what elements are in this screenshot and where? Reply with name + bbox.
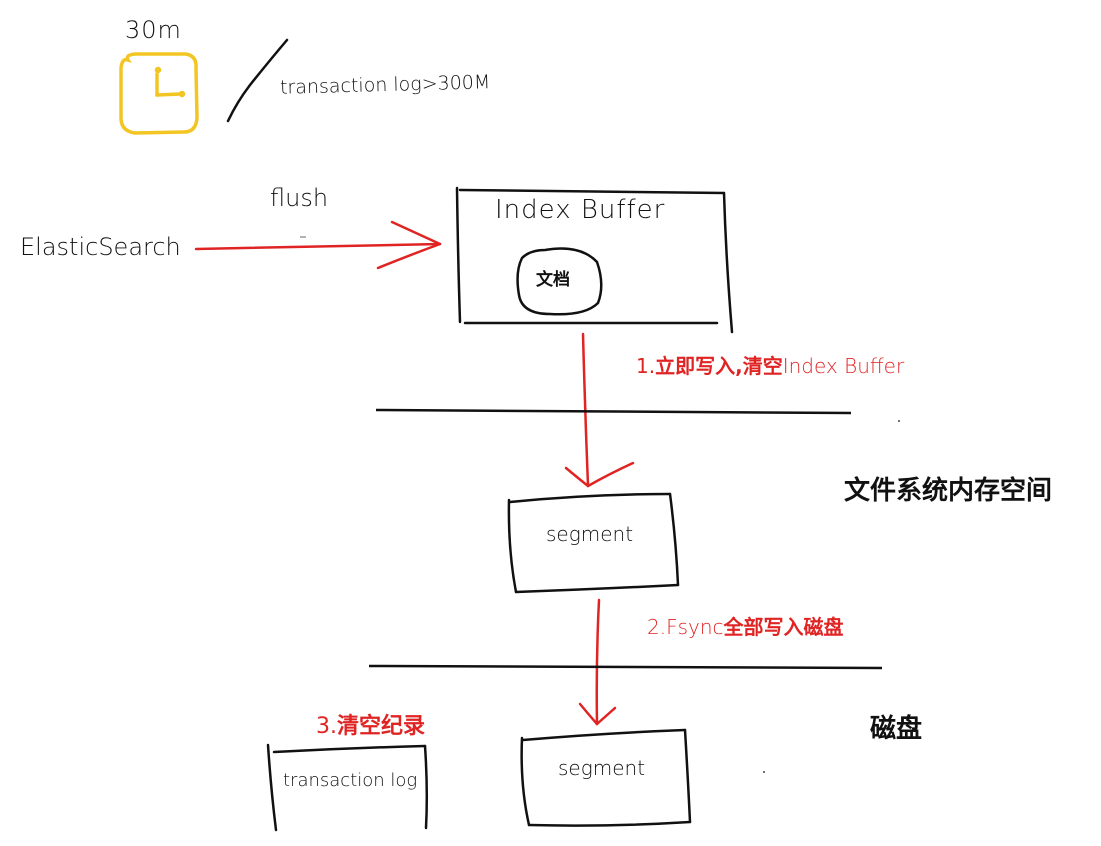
segment-memory-label: segment [546,522,634,546]
step3-label: 3.清空纪录 [316,708,425,740]
segment-disk-label: segment [558,756,646,780]
step1-main: 立即写入,清空 [655,354,783,378]
step2-main: 全部写入磁盘 [723,615,844,639]
step1-label: 1.立即写入,清空Index Buffer [636,350,904,379]
step3-main: 清空纪录 [337,714,426,739]
step1-suffix: Index Buffer [782,354,905,378]
memory-layer-line [375,408,852,415]
segment-memory-box [507,492,680,594]
ink-dot [763,771,765,773]
fsync-arrow [578,598,617,726]
elasticsearch-label: ElasticSearch [20,233,181,261]
step2-prefix: 2.Fsync [647,615,724,639]
index-buffer-title: Index Buffer [495,195,666,225]
transaction-log-label: transaction log [283,770,418,791]
timer-label: 30m [125,16,182,44]
document-blob [516,247,603,316]
disk-layer-line [368,664,883,670]
disk-layer-label: 磁盘 [870,714,923,744]
transaction-log-box [266,743,429,832]
segment-disk-box [520,728,692,827]
step2-label: 2.Fsync全部写入磁盘 [647,611,844,640]
document-label: 文档 [536,270,570,290]
flush-arrow [194,220,442,270]
step1-prefix: 1. [636,354,656,378]
flush-label: flush [270,184,329,212]
step3-prefix: 3. [316,714,337,739]
write-arrow [564,332,635,488]
index-buffer-box [455,186,734,334]
or-slash [226,38,289,123]
ink-dot [898,420,900,422]
clock-icon [119,52,199,135]
fs-memory-layer-label: 文件系统内存空间 [844,476,1053,506]
